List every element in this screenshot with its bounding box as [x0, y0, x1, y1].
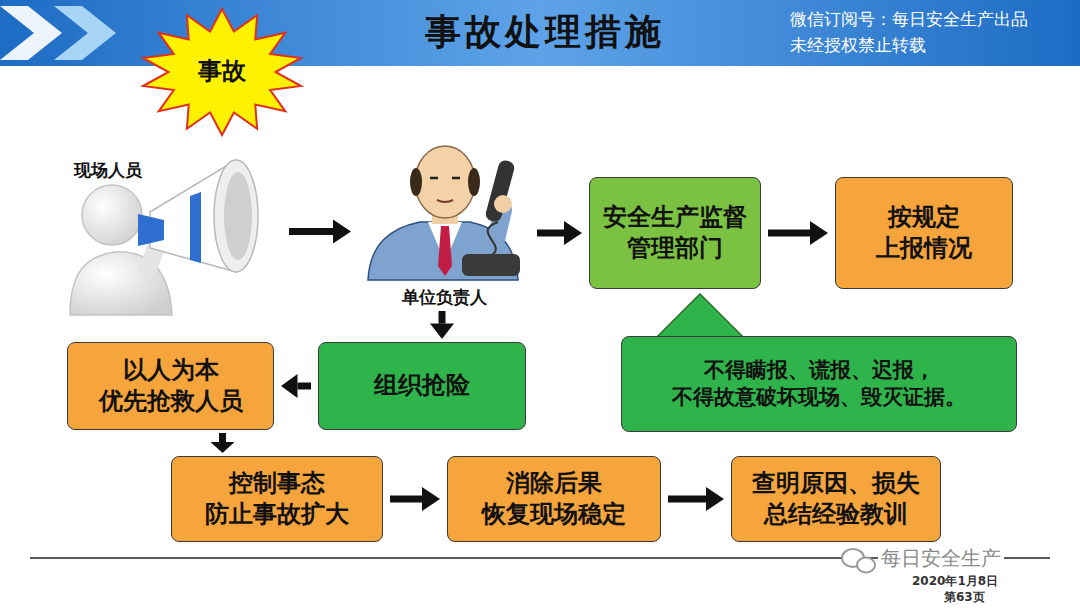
phone-manager-part — [410, 168, 422, 196]
flow-arrow — [390, 487, 440, 511]
node-text: 以人为本 优先抢救人员 — [78, 355, 263, 417]
arrow-head — [430, 324, 454, 339]
node-text: 组织抢险 — [374, 370, 470, 401]
flow-arrow — [537, 221, 582, 245]
arrow-head — [333, 220, 351, 244]
megaphone-person-part — [214, 160, 258, 272]
process-box: 以人为本 优先抢救人员 — [67, 342, 274, 430]
phone-manager-part — [437, 200, 453, 202]
arrow-head — [706, 487, 724, 511]
arrow-head — [422, 487, 440, 511]
callout-box: 不得瞒报、谎报、迟报， 不得故意破坏现场、毁灭证据。 — [621, 336, 1017, 432]
phone-manager-part — [462, 254, 520, 276]
process-box: 查明原因、损失 总结经验教训 — [731, 456, 941, 542]
node-text: 单位负责人 — [358, 286, 530, 308]
unit-leader: 单位负责人 — [358, 138, 530, 308]
node-text: 现场人员 — [74, 159, 142, 181]
node-text: 不得瞒报、谎报、迟报， 不得故意破坏现场、毁灭证据。 — [632, 357, 1006, 412]
flow-arrow — [430, 311, 454, 339]
flow-arrow — [211, 433, 235, 453]
flow-arrow — [768, 221, 828, 245]
arrow-head — [281, 374, 298, 398]
arrow-shaft — [768, 230, 810, 237]
phone-manager-part — [430, 177, 460, 180]
watermark-icon — [842, 549, 875, 573]
arrow-shaft — [298, 383, 312, 390]
megaphone-person — [70, 160, 258, 315]
on-site-staff: 现场人员 — [60, 155, 282, 317]
copyright-note: 未经授权禁止转载 — [790, 34, 926, 57]
node-text: 查明原因、损失 总结经验教训 — [742, 468, 930, 530]
watermark: 每日安全生产 — [878, 545, 1004, 572]
arrow-shaft — [668, 496, 706, 503]
arrow-shaft — [219, 433, 226, 442]
process-box: 控制事态 防止事故扩大 — [171, 456, 383, 542]
process-box: 安全生产监督 管理部门 — [589, 177, 761, 289]
process-box: 组织抢险 — [318, 342, 526, 430]
phone-manager — [368, 146, 520, 280]
megaphone-person-part — [190, 192, 201, 263]
arrow-head — [810, 221, 828, 245]
node-text: 安全生产监督 管理部门 — [600, 202, 750, 264]
phone-manager-part — [468, 168, 480, 196]
event-burst: 事故 — [138, 6, 306, 138]
callout-tail — [652, 294, 748, 342]
node-text: 控制事态 防止事故扩大 — [182, 468, 372, 530]
megaphone-person-part — [224, 172, 252, 260]
arrow-head — [564, 221, 582, 245]
phone-manager-part — [488, 222, 498, 256]
megaphone-person-part — [82, 185, 142, 245]
arrow-shaft — [289, 228, 333, 235]
arrow-head — [211, 442, 235, 453]
node-text: 消除后果 恢复现场稳定 — [458, 468, 650, 530]
date-label: 2020年1月8日 — [912, 573, 998, 590]
phone-manager-part — [415, 146, 475, 218]
starburst-outline — [143, 9, 301, 135]
flow-arrow — [668, 487, 724, 511]
header-band-part — [0, 6, 62, 60]
phone-manager-part — [484, 159, 516, 223]
arrow-shaft — [439, 311, 446, 324]
phone-manager-part — [438, 226, 452, 276]
node-text: 按规定 上报情况 — [859, 202, 989, 264]
node-text: 事故 — [198, 56, 246, 87]
diagram-title: 事故处理措施 — [370, 8, 720, 57]
process-box: 消除后果 恢复现场稳定 — [447, 456, 661, 542]
phone-manager-part — [494, 195, 512, 213]
source-note: 微信订阅号：每日安全生产出品 — [790, 8, 1028, 31]
process-box: 按规定 上报情况 — [835, 177, 1013, 289]
arrow-shaft — [537, 230, 564, 237]
page-number: 第63页 — [944, 589, 985, 606]
header-band-part — [54, 6, 116, 60]
watermark-icon-part — [857, 558, 875, 573]
megaphone-person-part — [138, 214, 164, 246]
flow-arrow — [281, 374, 311, 398]
arrow-shaft — [390, 496, 422, 503]
flow-arrow — [289, 220, 351, 244]
